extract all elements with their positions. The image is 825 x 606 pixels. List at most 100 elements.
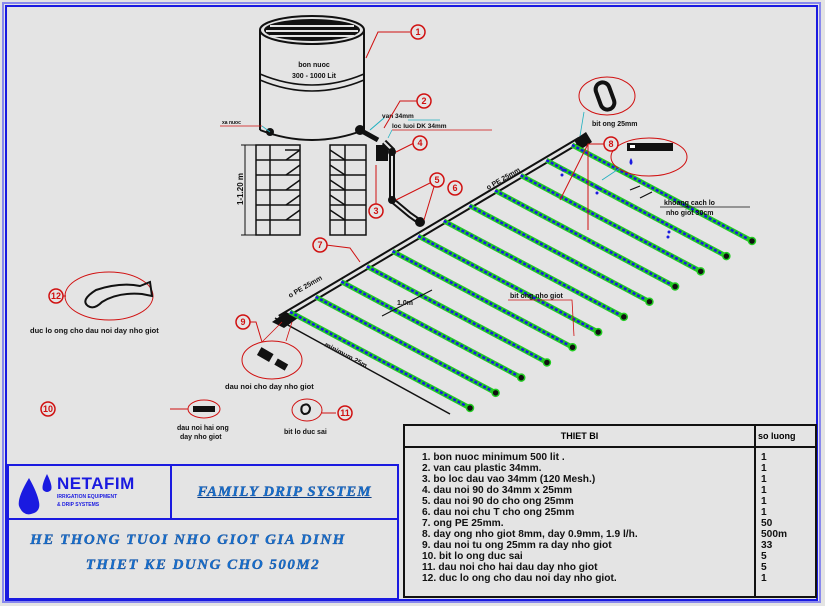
header-item: THIET BI bbox=[405, 426, 756, 446]
inner-frame bbox=[5, 5, 818, 601]
stand-height-label: 1-1.20 m bbox=[236, 173, 245, 205]
tank-label-1: bon nuoc bbox=[298, 62, 330, 69]
drip-laterals bbox=[288, 142, 757, 413]
detail-12-hole-punch: duc lo ong cho dau noi day nho giot bbox=[30, 271, 159, 335]
drip-lateral-emitters bbox=[315, 295, 497, 394]
drip-lateral-emitters bbox=[571, 143, 753, 243]
parts-row-item: 10. bit lo ong duc sai bbox=[422, 551, 523, 562]
lateral-end-label: bit ong nho giot bbox=[510, 293, 564, 300]
parts-row-item: 5. dau noi 90 do cho ong 25mm bbox=[422, 496, 574, 507]
callout-circle bbox=[603, 136, 619, 152]
project-title-cell: HE THONG TUOI NHO GIOT GIA DINH THIET KE… bbox=[9, 520, 397, 598]
detail-12-label: duc lo ong cho dau noi day nho giot bbox=[30, 326, 159, 335]
callout-circle bbox=[40, 401, 56, 417]
valve-label: van 34mm bbox=[382, 113, 414, 120]
callout-number: 7 bbox=[317, 240, 322, 250]
parts-row-qty: 1 bbox=[761, 496, 767, 507]
brand-logo: NETAFIM IRRIGATION EQUIPMENT & DRIP SYST… bbox=[9, 466, 172, 520]
parts-row-qty: 1 bbox=[761, 463, 767, 474]
callout-number: 5 bbox=[434, 175, 439, 185]
detail-11-label-2: day nho giot bbox=[180, 434, 222, 441]
detail-11-label-1: dau noi hai ong bbox=[177, 425, 229, 432]
parts-row-item: 11. dau noi cho hai dau day nho giot bbox=[422, 562, 598, 573]
water-tank: bon nuoc 300 - 1000 Lit xa nuoc bbox=[220, 15, 365, 141]
title-block: NETAFIM IRRIGATION EQUIPMENT & DRIP SYST… bbox=[7, 464, 399, 600]
parts-row-qty: 1 bbox=[761, 573, 767, 584]
drip-lateral-emitters bbox=[494, 189, 676, 288]
detail-9-label: dau noi cho day nho giot bbox=[225, 382, 314, 391]
parts-table-header: THIET BI so luong bbox=[405, 426, 815, 448]
joiner-icon bbox=[193, 406, 215, 412]
parts-row-item: 6. dau noi chu T cho ong 25mm bbox=[422, 507, 575, 518]
callout-circle bbox=[429, 172, 445, 188]
drip-tube-icon bbox=[627, 143, 673, 151]
valve-filter-assembly: van 34mm loc luoi DK 34mm bbox=[355, 113, 492, 227]
end-cap-detail: bit ong 25mm bbox=[578, 76, 638, 137]
callout-circle bbox=[412, 135, 428, 151]
brand-name: NETAFIM bbox=[57, 474, 135, 493]
drip-lateral-emitters bbox=[545, 159, 727, 258]
lateral-end-cap-icon bbox=[593, 327, 603, 337]
parts-row-item: 2. van cau plastic 34mm. bbox=[422, 463, 542, 474]
callout-circle bbox=[368, 203, 384, 219]
callout-circle bbox=[447, 180, 463, 196]
parts-row-qty: 50 bbox=[761, 518, 773, 529]
parts-row-qty: 1 bbox=[761, 507, 767, 518]
callout-number: 3 bbox=[373, 206, 378, 216]
detail-10-label: bit lo duc sai bbox=[284, 429, 327, 436]
spacing-dimension-line bbox=[381, 289, 433, 317]
lateral-end-cap-icon bbox=[491, 388, 500, 398]
length-label: minimum 25m bbox=[323, 342, 368, 370]
parts-row-item: 4. dau noi 90 do 34mm x 25mm bbox=[422, 485, 573, 496]
parts-table: THIET BI so luong 1. bon nuoc minimum 50… bbox=[403, 424, 817, 598]
main-pipe-end-icon bbox=[272, 312, 298, 328]
callout-circle bbox=[48, 288, 64, 304]
callout-number: 4 bbox=[417, 138, 422, 148]
drip-lateral-emitters bbox=[340, 280, 522, 379]
lateral-end-cap-icon bbox=[747, 236, 757, 246]
column-divider bbox=[754, 446, 756, 596]
parts-row-item: 9. dau noi tu ong 25mm ra day nho giot bbox=[422, 540, 612, 551]
lateral-spacing-label: 1.0m bbox=[397, 300, 413, 307]
callout-number: 12 bbox=[51, 291, 61, 301]
callout-number: 1 bbox=[415, 27, 420, 37]
title-line-2: THIET KE DUNG CHO 500M2 bbox=[85, 557, 321, 573]
length-dimension-line bbox=[274, 317, 451, 415]
detail-9-connector: dau noi cho day nho giot bbox=[225, 321, 314, 391]
parts-row-qty: 5 bbox=[761, 562, 767, 573]
lateral-end-cap-icon bbox=[568, 343, 577, 352]
lateral-end-cap-icon bbox=[542, 358, 552, 367]
drip-lateral-emitters bbox=[417, 234, 599, 334]
filter-icon bbox=[376, 145, 388, 161]
parts-row-item: 3. bo loc dau vao 34mm (120 Mesh.) bbox=[422, 474, 596, 485]
drip-lateral-emitters bbox=[289, 310, 471, 410]
parts-row-qty: 33 bbox=[761, 540, 773, 551]
drip-lateral-emitters bbox=[366, 265, 548, 364]
callout-circle bbox=[337, 405, 353, 421]
callout-number: 9 bbox=[240, 317, 245, 327]
callout-circle bbox=[235, 314, 251, 330]
lateral-end-cap-icon bbox=[517, 373, 526, 382]
water-drop-logo-icon bbox=[18, 474, 52, 515]
parts-item-column: 1. bon nuoc minimum 500 lit .2. van cau … bbox=[422, 452, 752, 584]
lateral-end-cap-icon bbox=[645, 297, 654, 306]
parts-row-item: 1. bon nuoc minimum 500 lit . bbox=[422, 452, 565, 463]
dripper-spacing-label-2: nho giot 30cm bbox=[666, 210, 713, 217]
filter-label: loc luoi DK 34mm bbox=[392, 123, 447, 130]
lateral-end-cap-icon bbox=[670, 282, 680, 291]
callout-number: 2 bbox=[421, 96, 426, 106]
header-qty: so luong bbox=[758, 431, 796, 441]
parts-row-item: 12. duc lo ong cho dau noi day nho giot. bbox=[422, 573, 617, 584]
dripper-detail: khoang cach lo nho giot 30cm bbox=[601, 137, 750, 217]
tank-label-2: 300 - 1000 Lit bbox=[292, 73, 337, 80]
water-drop-icon bbox=[629, 158, 633, 165]
parts-row-item: 7. ong PE 25mm. bbox=[422, 518, 504, 529]
callout-number: 10 bbox=[43, 404, 53, 414]
project-name: FAMILY DRIP SYSTEM bbox=[197, 483, 372, 500]
callout-number: 6 bbox=[452, 183, 457, 193]
parts-row-qty: 1 bbox=[761, 452, 767, 463]
brick-stand bbox=[241, 144, 367, 236]
